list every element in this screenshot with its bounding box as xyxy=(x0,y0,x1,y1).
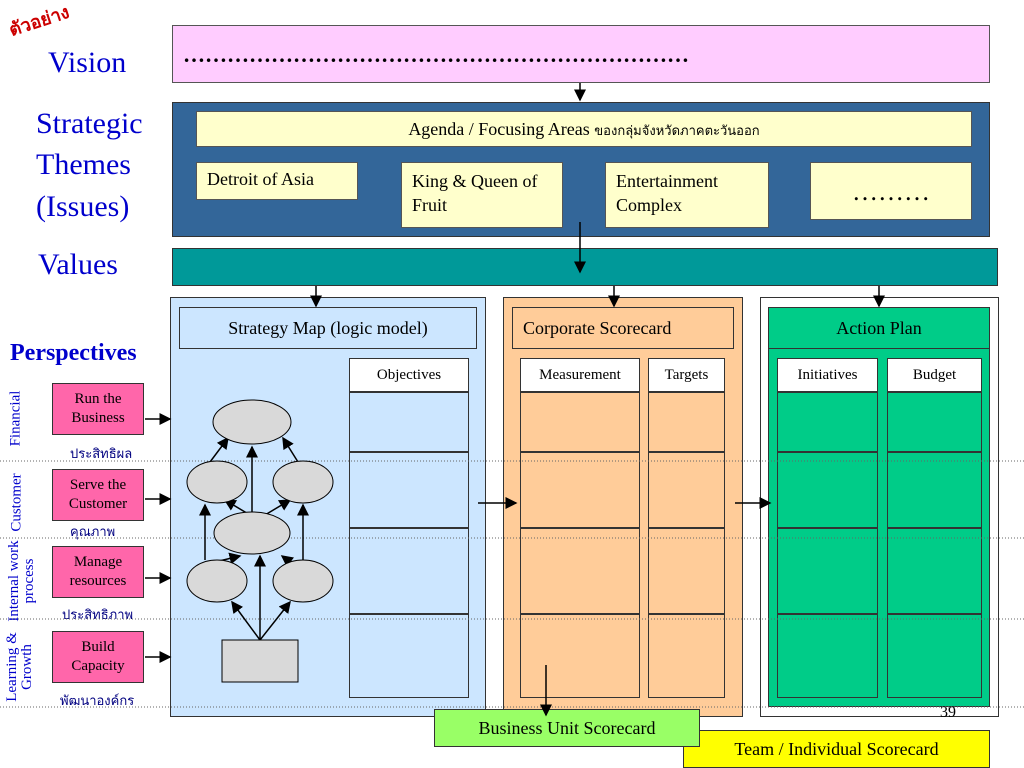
objectives-cell xyxy=(349,452,469,528)
perspective-thai: คุณภาพ xyxy=(70,524,116,539)
page-number: 39 xyxy=(940,704,956,721)
values-bar xyxy=(172,248,998,286)
perspective-thai: พัฒนาองค์กร xyxy=(60,693,135,708)
vision-label: Vision xyxy=(48,46,127,79)
initiatives-cell xyxy=(777,392,878,452)
perspective-side-label: Financial xyxy=(7,390,24,447)
strategy-map-title: Strategy Map (logic model) xyxy=(179,307,477,349)
targets-cell xyxy=(648,392,725,452)
team-scorecard: Team / Individual Scorecard xyxy=(683,730,990,768)
budget-header: Budget xyxy=(887,358,982,392)
measurement-cell xyxy=(520,528,640,614)
agenda-main: Agenda / Focusing Areas xyxy=(408,119,590,139)
objectives-header: Objectives xyxy=(349,358,469,392)
budget-cell xyxy=(887,452,982,528)
perspective-thai: ประสิทธิภาพ xyxy=(62,607,134,622)
agenda-bar: Agenda / Focusing Areas ของกลุ่มจังหวัดภ… xyxy=(196,111,972,147)
objectives-cell xyxy=(349,392,469,452)
measurement-cell xyxy=(520,614,640,698)
targets-cell xyxy=(648,452,725,528)
corner-tag: ตัวอย่าง xyxy=(6,1,72,41)
corporate-title: Corporate Scorecard xyxy=(512,307,734,349)
initiatives-cell xyxy=(777,452,878,528)
initiatives-cell xyxy=(777,614,878,698)
initiatives-cell xyxy=(777,528,878,614)
budget-cell xyxy=(887,614,982,698)
agenda-thai: ของกลุ่มจังหวัดภาคตะวันออก xyxy=(594,123,760,138)
theme-box: Entertainment Complex xyxy=(605,162,769,228)
vision-text: …………………………………………………………… xyxy=(183,42,689,67)
perspective-side-label: Internal work process xyxy=(6,540,37,622)
objectives-cell xyxy=(349,528,469,614)
targets-cell xyxy=(648,528,725,614)
objectives-cell xyxy=(349,614,469,698)
perspective-side-label: Learning & Growth xyxy=(4,632,35,702)
themes-label: Strategic Themes (Issues) xyxy=(36,107,143,223)
values-label: Values xyxy=(38,248,118,281)
measurement-cell xyxy=(520,452,640,528)
budget-cell xyxy=(887,528,982,614)
budget-cell xyxy=(887,392,982,452)
perspective-box: Run the Business xyxy=(52,383,144,435)
perspective-box: Build Capacity xyxy=(52,631,144,683)
initiatives-header: Initiatives xyxy=(777,358,878,392)
business-unit-scorecard: Business Unit Scorecard xyxy=(434,709,700,747)
perspective-side-label: Customer xyxy=(8,473,25,532)
action-title: Action Plan xyxy=(768,307,990,349)
perspective-thai: ประสิทธิผล xyxy=(70,446,133,461)
targets-cell xyxy=(648,614,725,698)
perspectives-label: Perspectives xyxy=(10,340,137,366)
targets-header: Targets xyxy=(648,358,725,392)
theme-box: ……… xyxy=(810,162,972,220)
perspective-box: Manage resources xyxy=(52,546,144,598)
vision-bar: …………………………………………………………… xyxy=(172,25,990,83)
measurement-header: Measurement xyxy=(520,358,640,392)
measurement-cell xyxy=(520,392,640,452)
perspective-box: Serve the Customer xyxy=(52,469,144,521)
theme-box: King & Queen of Fruit xyxy=(401,162,563,228)
theme-box: Detroit of Asia xyxy=(196,162,358,200)
